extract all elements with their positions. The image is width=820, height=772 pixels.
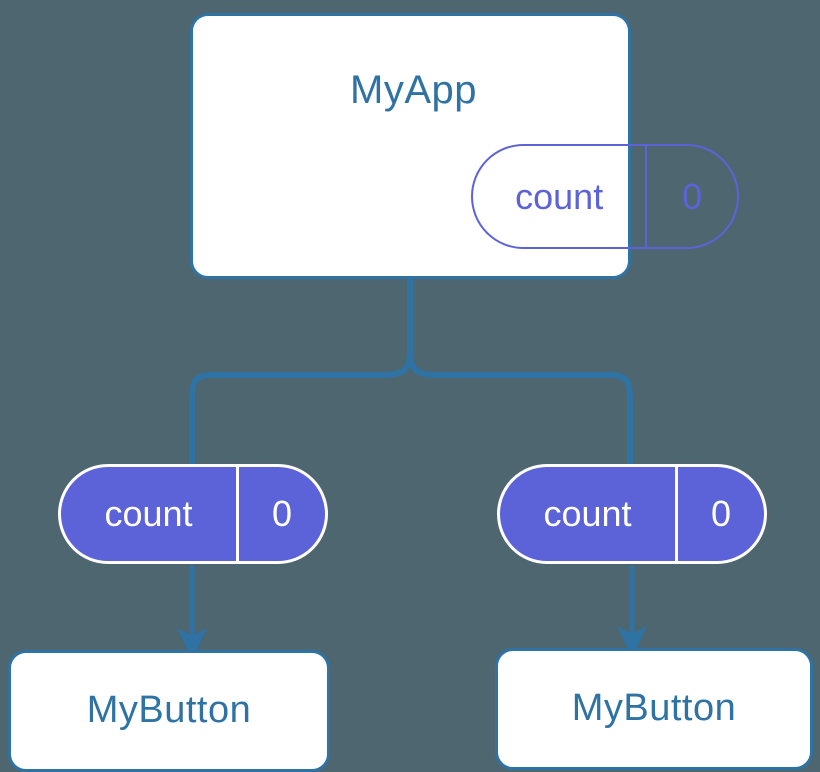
state-pill-key: count — [104, 493, 193, 534]
connector-branch-right — [407, 351, 633, 464]
component-node-mybutton-left[interactable]: MyButton — [8, 650, 330, 772]
component-label-mybutton: MyButton — [86, 689, 252, 731]
state-pill-value: 0 — [235, 467, 325, 561]
state-pill-branch-right[interactable]: count 0 — [497, 464, 767, 564]
state-pill-value: 0 — [674, 467, 764, 561]
state-pill-myapp[interactable]: count 0 — [471, 144, 739, 249]
state-pill-value: 0 — [645, 146, 737, 247]
component-label-myapp: MyApp — [350, 68, 477, 112]
component-node-mybutton-right[interactable]: MyButton — [495, 648, 813, 770]
component-label-mybutton: MyButton — [571, 687, 737, 729]
state-pill-key: count — [543, 493, 632, 534]
state-pill-branch-left[interactable]: count 0 — [58, 464, 328, 564]
component-node-myapp[interactable]: MyApp count 0 — [190, 13, 739, 279]
connector-branch-left — [189, 351, 413, 464]
state-pill-key: count — [515, 175, 604, 217]
